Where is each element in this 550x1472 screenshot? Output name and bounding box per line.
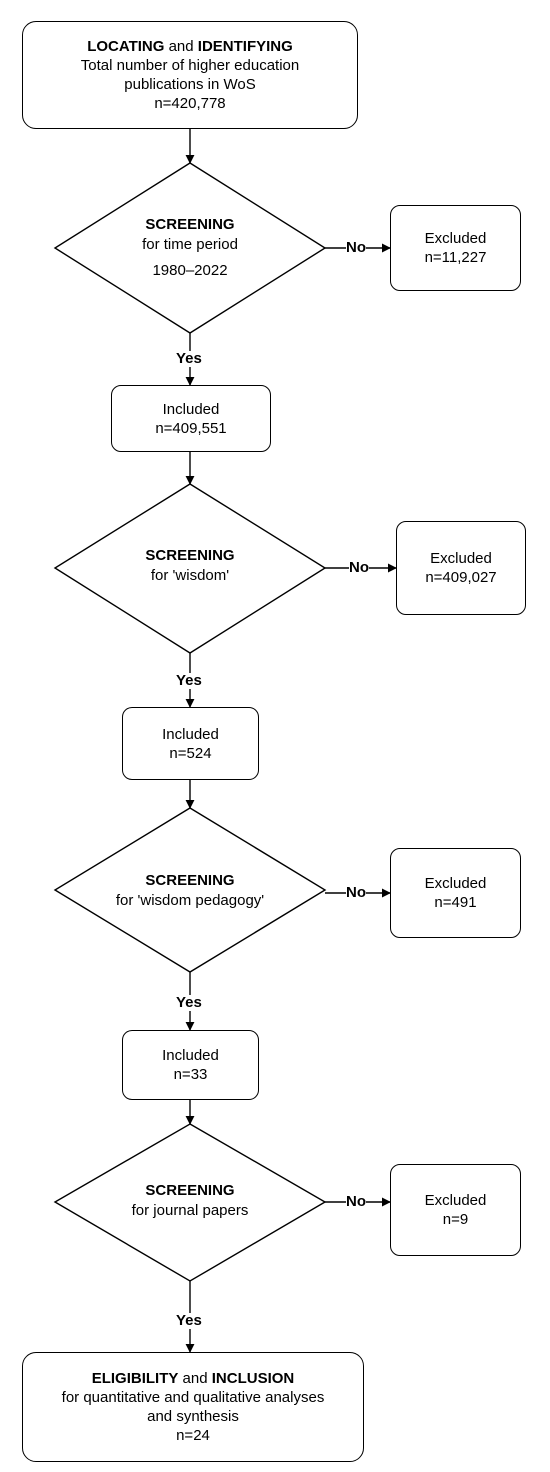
screen3-title: SCREENING <box>145 872 235 889</box>
screen3-text: SCREENING for 'wisdom pedagogy' <box>85 866 295 916</box>
excluded1-box: Excluded n=11,227 <box>390 205 521 291</box>
excluded2-box: Excluded n=409,027 <box>396 521 526 615</box>
yes-label-2: Yes <box>176 672 202 689</box>
start-heading-identifying: IDENTIFYING <box>197 38 293 55</box>
screen2-text: SCREENING for 'wisdom' <box>95 538 285 594</box>
excluded4-box: Excluded n=9 <box>390 1164 521 1256</box>
yes-label-1: Yes <box>176 350 202 367</box>
included3-box: Included n=33 <box>122 1030 259 1100</box>
included2-count: n=524 <box>169 744 212 762</box>
included1-count: n=409,551 <box>155 419 227 437</box>
start-box-count: n=420,778 <box>154 95 226 112</box>
screen4-title: SCREENING <box>145 1182 235 1199</box>
excluded3-count: n=491 <box>434 894 477 911</box>
start-box-heading: LOCATING and IDENTIFYING <box>87 37 293 56</box>
screen3-line2: for 'wisdom pedagogy' <box>115 892 265 909</box>
included1-box: Included n=409,551 <box>111 385 271 452</box>
excluded1-count: n=11,227 <box>424 249 487 266</box>
excluded4-label: Excluded <box>424 1192 487 1209</box>
included3-label: Included <box>162 1047 219 1064</box>
no-label-1: No <box>346 239 366 256</box>
end-heading-eligibility: ELIGIBILITY <box>91 1370 179 1387</box>
included2-label: Included <box>162 725 219 743</box>
end-heading-and: and <box>178 1370 212 1387</box>
included2-box: Included n=524 <box>122 707 259 780</box>
start-heading-locating: LOCATING <box>87 38 165 55</box>
end-box-count: n=24 <box>176 1427 210 1444</box>
screen4-text: SCREENING for journal papers <box>95 1176 285 1226</box>
screen1-title: SCREENING <box>145 215 235 233</box>
end-box-line2: for quantitative and qualitative analyse… <box>61 1389 325 1406</box>
screen1-text: SCREENING for time period 1980–2022 <box>95 205 285 290</box>
screen4-line2: for journal papers <box>131 1202 249 1219</box>
yes-label-3: Yes <box>176 994 202 1011</box>
screen1-line3: 1980–2022 <box>152 261 228 279</box>
end-box-line3: and synthesis <box>147 1408 239 1425</box>
start-box-line2: Total number of higher education <box>80 57 300 74</box>
excluded2-label: Excluded <box>430 550 492 567</box>
end-box: ELIGIBILITY and INCLUSION for quantitati… <box>22 1352 364 1462</box>
screen2-title: SCREENING <box>145 547 235 564</box>
yes-label-4: Yes <box>176 1312 202 1329</box>
screen2-line2: for 'wisdom' <box>150 567 230 584</box>
excluded4-count: n=9 <box>442 1211 469 1228</box>
start-box-line3: publications in WoS <box>124 76 256 93</box>
no-label-4: No <box>346 1193 366 1210</box>
excluded2-count: n=409,027 <box>425 569 497 586</box>
start-box: LOCATING and IDENTIFYING Total number of… <box>22 21 358 129</box>
excluded3-label: Excluded <box>424 875 487 892</box>
start-heading-and: and <box>164 38 198 55</box>
no-label-3: No <box>346 884 366 901</box>
excluded1-label: Excluded <box>424 230 487 247</box>
excluded3-box: Excluded n=491 <box>390 848 521 938</box>
no-label-2: No <box>349 559 369 576</box>
included3-count: n=33 <box>173 1066 208 1083</box>
included1-label: Included <box>162 400 220 418</box>
screen1-line2: for time period <box>142 235 238 253</box>
end-box-heading: ELIGIBILITY and INCLUSION <box>92 1369 295 1388</box>
end-heading-inclusion: INCLUSION <box>211 1370 295 1387</box>
